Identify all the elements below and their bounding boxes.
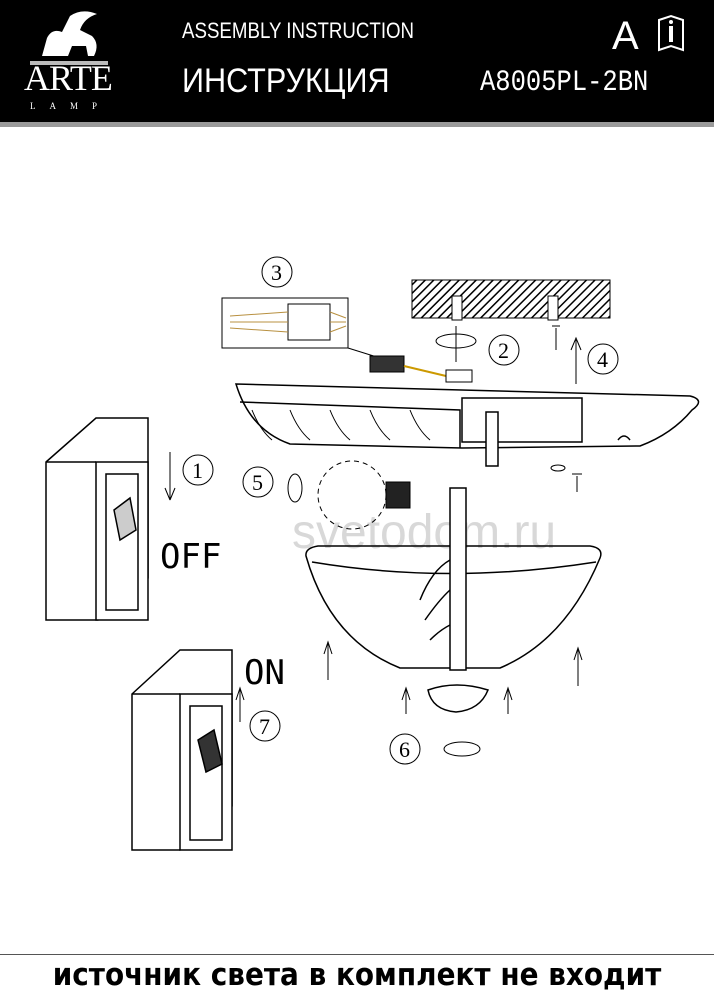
step-2: 2: [498, 338, 509, 363]
footer-divider: [0, 954, 714, 955]
step-5: 5: [252, 470, 263, 495]
step-4: 4: [597, 347, 608, 372]
logo-brand: ARTE: [24, 58, 113, 98]
step-6: 6: [399, 737, 410, 762]
ceiling-canopy: [234, 383, 700, 467]
assembly-diagram: svetodom.ru: [45, 256, 700, 851]
step-7: 7: [259, 714, 270, 739]
title-ru: ИНСТРУКЦИЯ: [182, 62, 390, 100]
wall-switch-off: [45, 417, 149, 621]
switch-on-label: ON: [244, 653, 285, 693]
header-divider: [0, 122, 714, 127]
wiring-detail: [221, 297, 473, 383]
title-en: ASSEMBLY INSTRUCTION: [182, 18, 415, 43]
footer-note: источник света в комплект не входит: [52, 957, 662, 993]
step-3: 3: [271, 260, 282, 285]
lion-logo-icon: [30, 11, 108, 65]
ceiling: [411, 279, 611, 321]
step-markers: [182, 256, 619, 765]
watermark: svetodom.ru: [292, 506, 556, 559]
info-book-icon: [658, 14, 684, 52]
glass-shade: [305, 487, 602, 713]
model-number: A8005PL-2BN: [480, 66, 649, 100]
light-bulb: [317, 460, 411, 530]
wall-switch-on: [131, 649, 233, 851]
logo-sub: LAMP: [30, 101, 112, 111]
language-badge: A: [612, 14, 639, 58]
direction-arrows: [164, 326, 583, 757]
header: ARTE LAMP ASSEMBLY INSTRUCTION ИНСТРУКЦИ…: [0, 0, 714, 122]
screws: [550, 325, 582, 492]
switch-off-label: OFF: [160, 537, 221, 577]
step-1: 1: [192, 458, 203, 483]
